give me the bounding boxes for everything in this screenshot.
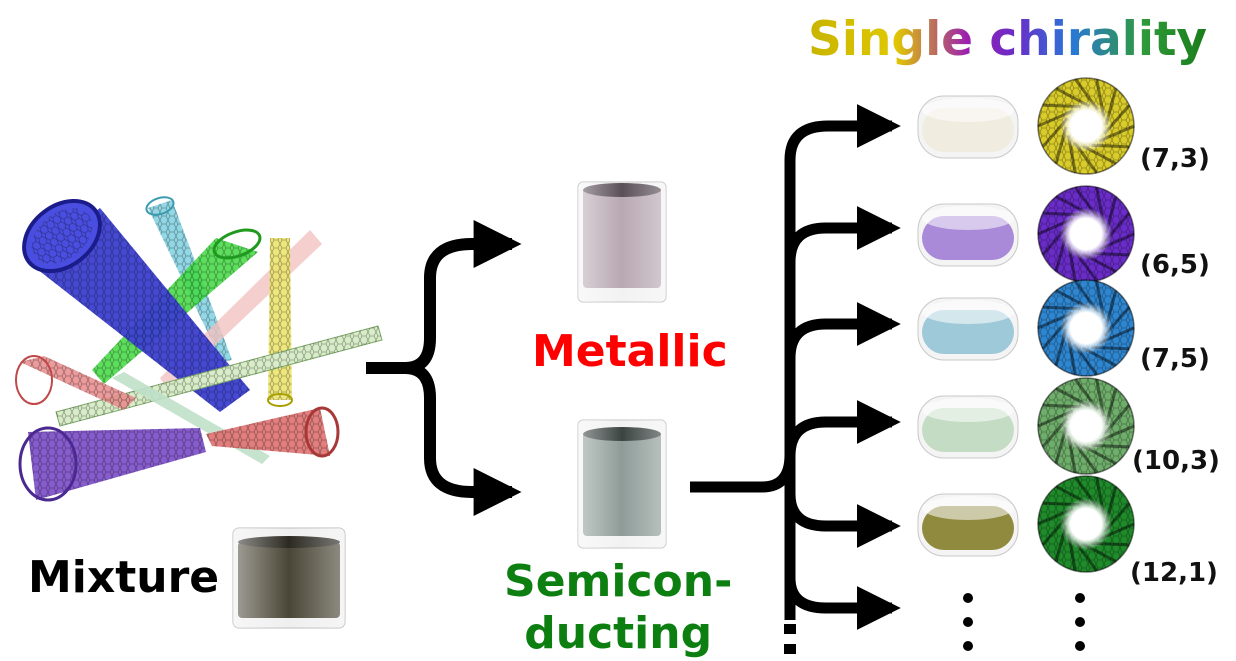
chirality-tube-end-view [1037, 475, 1135, 573]
branch-ellipsis [784, 624, 796, 654]
nanotube-purple [18, 426, 206, 502]
mixture-vial [232, 527, 346, 629]
mixture-label: Mixture [28, 552, 220, 603]
chirality-row-4 [917, 475, 1135, 573]
chirality-dish [917, 95, 1019, 159]
chirality-label: (7,3) [1140, 144, 1210, 174]
chirality-label: (12,1) [1130, 558, 1218, 588]
chirality-dish [917, 203, 1019, 267]
chirality-rows [917, 77, 1135, 573]
chirality-dish [917, 297, 1019, 361]
metallic-label: Metallic [532, 326, 728, 377]
semiconducting-label-line2: ducting [524, 608, 713, 659]
semiconducting-label-line1: Semicon- [504, 556, 733, 607]
chirality-label: (10,3) [1132, 446, 1220, 476]
metallic-vial [577, 181, 667, 303]
chirality-label: (6,5) [1140, 250, 1210, 280]
chirality-row-1 [917, 185, 1135, 283]
chirality-branch-arrows [690, 104, 901, 630]
chirality-tube-end-view [1037, 377, 1135, 475]
chirality-row-3 [917, 377, 1135, 475]
chirality-tube-end-view [1037, 185, 1135, 283]
split-arrow [366, 220, 522, 516]
chirality-row-0 [917, 77, 1135, 175]
nanotube-yellow [267, 238, 293, 407]
nanotube-blue-large [22, 198, 250, 412]
semiconducting-label: Semicon- ducting [504, 556, 732, 660]
single-chirality-title: Single chirality [808, 12, 1208, 67]
chirality-dish [917, 493, 1019, 557]
semiconducting-vial [577, 419, 667, 549]
chirality-dish [917, 395, 1019, 459]
chirality-row-2 [917, 279, 1135, 377]
tube-column-ellipsis [1075, 593, 1085, 651]
nanotube-mixture-illustration [15, 196, 383, 502]
nanotube-red [15, 355, 340, 458]
dish-column-ellipsis [963, 593, 973, 651]
chirality-label: (7,5) [1140, 344, 1210, 374]
chirality-tube-end-view [1037, 77, 1135, 175]
chirality-tube-end-view [1037, 279, 1135, 377]
